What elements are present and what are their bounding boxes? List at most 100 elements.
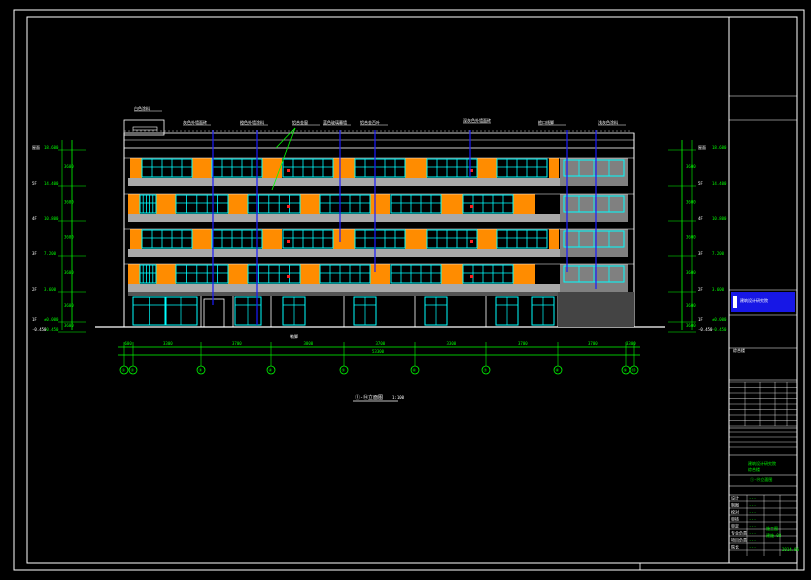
axis-label: ⑧ xyxy=(556,368,560,373)
axis-bubble xyxy=(629,365,639,375)
orange-panel xyxy=(513,194,535,214)
floor-label: 屋面 xyxy=(698,144,706,150)
axis-bubble xyxy=(553,365,563,375)
elevation-label: -0.450 xyxy=(44,327,59,332)
orange-panel xyxy=(128,264,140,284)
sign-value: --- xyxy=(749,538,756,543)
bay-dim: 3700 xyxy=(376,341,386,346)
axis-bubble xyxy=(196,365,206,375)
orange-panel xyxy=(441,194,463,214)
axis-label: ⑤ xyxy=(342,368,346,373)
level-dim: 3600 xyxy=(686,164,696,169)
stage: 施工图 xyxy=(766,525,778,531)
axis-bubble xyxy=(410,365,420,375)
orange-panel xyxy=(441,264,463,284)
elevation-label: 10.800 xyxy=(712,216,727,221)
floor-label: 4F xyxy=(32,216,37,221)
spandrel-band xyxy=(128,284,560,292)
window xyxy=(282,229,334,249)
callout-label: 铝合金窗 xyxy=(292,119,308,125)
floor-label: -0.450 xyxy=(32,327,47,332)
window xyxy=(390,264,442,284)
company-name: 建筑设计研究院 xyxy=(740,297,768,303)
level-dim: 3600 xyxy=(686,303,696,308)
title-project: 综合楼 xyxy=(748,466,760,472)
level-dim: 3600 xyxy=(64,200,74,205)
sign-role: 专业负责 xyxy=(731,530,747,536)
orange-panel xyxy=(333,158,355,178)
floor-2 xyxy=(124,263,634,292)
floor-label: 2F xyxy=(32,287,37,292)
window xyxy=(319,194,371,214)
orange-panel xyxy=(477,158,497,178)
sign-role: 项目负责 xyxy=(731,537,747,543)
floor-3 xyxy=(124,228,634,257)
elevation-label: 14.400 xyxy=(44,181,59,186)
axis-label: ② xyxy=(131,368,135,373)
orange-panel xyxy=(333,229,355,249)
window xyxy=(247,264,301,284)
orange-panel xyxy=(130,229,142,249)
elevation-label: ±0.000 xyxy=(712,317,727,322)
level-dim: 3600 xyxy=(686,235,696,240)
callout-label: 檐口线脚 xyxy=(538,119,554,125)
floor-label: 2F xyxy=(698,287,703,292)
title-block: 建筑设计研究院综合楼建筑设计研究院综合楼①-⑭立面图设计---制图---校对--… xyxy=(729,95,799,556)
window xyxy=(496,158,548,178)
orange-panel xyxy=(300,264,320,284)
sign-value: --- xyxy=(749,503,756,508)
elevation-label: 3.600 xyxy=(44,287,57,292)
window xyxy=(141,158,193,178)
red-marker xyxy=(470,240,473,243)
orange-panel xyxy=(549,158,559,178)
sign-value: --- xyxy=(749,510,756,515)
floor-label: 1F xyxy=(32,317,37,322)
floor-label: 5F xyxy=(32,181,37,186)
floor-label: 1F xyxy=(698,317,703,322)
bay-dim: 3800 xyxy=(304,341,314,346)
elevation-label: 14.400 xyxy=(712,181,727,186)
orange-panel xyxy=(156,194,176,214)
sign-role: 审定 xyxy=(731,523,739,529)
entrance-door xyxy=(203,298,225,328)
callout-leader-green xyxy=(275,127,296,149)
ground-canopy xyxy=(128,292,634,296)
total-dim: 53300 xyxy=(372,349,385,354)
bay-dim: 3700 xyxy=(588,341,598,346)
roof-parapet xyxy=(123,132,635,149)
callout-label: 蓝色玻璃幕墙 xyxy=(323,119,347,125)
axis-label: ⑭ xyxy=(632,367,636,373)
level-dim: 3600 xyxy=(686,323,696,328)
window xyxy=(141,229,193,249)
window xyxy=(319,264,371,284)
bay-dim: 3300 xyxy=(163,341,173,346)
floor-label: 4F xyxy=(698,216,703,221)
level-dim: 3600 xyxy=(64,323,74,328)
sign-role: 设计 xyxy=(731,495,739,501)
red-marker xyxy=(287,240,290,243)
sign-value: --- xyxy=(749,531,756,536)
callout-label: 浅灰色涂料 xyxy=(598,119,618,125)
dimension-chain: ①600②3300③3700④3800⑤3700⑥3300⑦3700⑧3700⑨… xyxy=(118,341,640,375)
floor-label: 5F xyxy=(698,181,703,186)
axis-bubble xyxy=(119,365,129,375)
title-drawing-name: ①-⑭立面图 xyxy=(750,476,772,482)
window xyxy=(139,194,157,214)
dark-base-section xyxy=(558,292,634,327)
level-dim: 3600 xyxy=(686,270,696,275)
axis-label: ④ xyxy=(269,368,273,373)
spandrel-band xyxy=(128,249,560,257)
red-marker xyxy=(287,169,290,172)
drawing-title: ①-⑭立面图 xyxy=(355,394,383,401)
level-dim: 3600 xyxy=(64,303,74,308)
callout-label: 勒脚 xyxy=(290,333,298,339)
window xyxy=(462,194,514,214)
callout-label: 深灰色外墙面砖 xyxy=(463,117,491,123)
window xyxy=(462,264,514,284)
spandrel-band xyxy=(128,178,560,186)
window xyxy=(390,194,442,214)
bay-dim: 3700 xyxy=(518,341,528,346)
orange-panel xyxy=(370,194,390,214)
bay-dim: 3300 xyxy=(447,341,457,346)
